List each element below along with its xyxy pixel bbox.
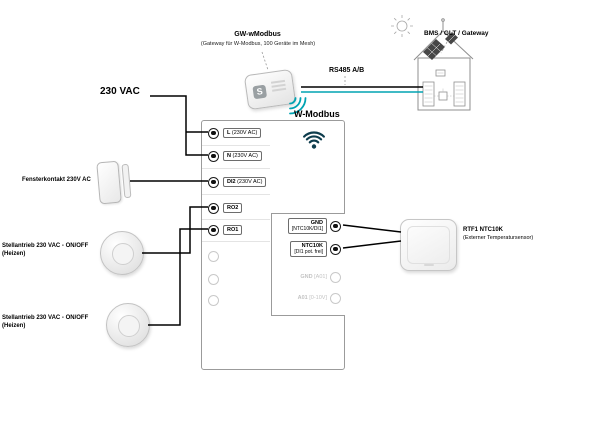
terminal-desc: [0-10V] (309, 295, 327, 301)
terminal-row-RO1: RO1 (208, 222, 243, 238)
label-actuator-2-line1: Stellantrieb 230 VAC - ON/OFF (2, 315, 89, 321)
terminal-row-DI2: DI2 (230V AC) (208, 174, 267, 190)
label-sensor-line2: (Externer Temperatursensor) (463, 234, 534, 241)
terminal-row-L: L (230V AC) (208, 125, 262, 141)
label-temperature-sensor: RTF1 NTC10K (Externer Temperatursensor) (463, 227, 559, 241)
terminal-inactive-label: A01 [0-10V] (298, 295, 327, 301)
device-vent-lines (270, 79, 286, 84)
terminal-A01-circle (330, 292, 341, 304)
label-actuator-2-line2: (Heizen) (2, 322, 26, 329)
terminal-N-label: N (230V AC) (223, 150, 262, 162)
equipment-detail-lines (424, 72, 464, 103)
wire-actuator1-to-RO2 (142, 206, 208, 254)
terminal-desc: (230V AC) (232, 152, 258, 159)
terminal-L-label: L (230V AC) (223, 127, 262, 139)
divider (202, 194, 270, 195)
terminal-name: N (227, 152, 231, 159)
label-actuator-1: Stellantrieb 230 VAC - ON/OFF (Heizen) (2, 243, 100, 258)
terminal-name: DI2 (227, 178, 236, 185)
terminal-N-circle (208, 150, 219, 162)
label-window-contact: Fensterkontakt 230V AC (22, 177, 91, 183)
unused-terminal-circle (208, 251, 219, 262)
terminal-row-N: N (230V AC) (208, 148, 262, 164)
terminal-name: A01 (297, 295, 308, 301)
sensor-slot (423, 264, 434, 266)
terminal-name: RO2 (227, 204, 239, 211)
divider (202, 145, 270, 146)
terminal-NTC10K-label: NTC10K[DI1 pot. frei] (290, 240, 327, 258)
label-wmodbus: W-Modbus (294, 109, 340, 119)
window-contact-magnet (121, 163, 132, 199)
terminal-name: GND (310, 219, 323, 226)
label-actuator-2: Stellantrieb 230 VAC - ON/OFF (Heizen) (2, 315, 100, 330)
label-gateway-name: GW-wModbus (234, 31, 281, 38)
label-actuator-1-line2: (Heizen) (2, 250, 26, 257)
terminal-inactive-label: GND [A01] (300, 274, 327, 280)
temperature-sensor-device (400, 219, 457, 271)
wire-230vac-to-L-N (150, 95, 208, 156)
terminal-GND-circle (330, 220, 341, 232)
actuator-2-device (106, 303, 150, 347)
terminal-desc: (230V AC) (237, 178, 263, 185)
terminal-row-A01-inactive: A01 [0-10V] (298, 292, 341, 304)
building-equipment (422, 69, 466, 107)
terminal-GND-A01-circle (330, 271, 341, 283)
terminal-row-RO2: RO2 (208, 200, 243, 216)
sun-icon (391, 15, 413, 37)
unused-terminal-circle (208, 295, 219, 306)
terminal-NTC10K-circle (330, 243, 341, 255)
terminal-desc: [DI1 pot. frei] (294, 249, 323, 256)
terminal-desc: [NTC10K/DI1] (291, 226, 323, 233)
sentera-logo: S (252, 84, 268, 100)
solar-panels (423, 32, 458, 60)
divider (202, 241, 270, 242)
terminal-row-GND-A01-inactive: GND [A01] (300, 271, 341, 283)
window-contact-body (96, 160, 122, 205)
wireless-waves-icon (289, 97, 307, 115)
gateway-terminal-block: L (230V AC) N (230V AC) DI2 (230V AC) RO… (201, 120, 345, 370)
divider (202, 219, 270, 220)
terminal-RO1-label: RO1 (223, 224, 243, 236)
terminal-row-NTC10K: NTC10K[DI1 pot. frei] (290, 240, 341, 258)
terminal-desc: [A01] (314, 274, 327, 280)
terminal-DI2-circle (208, 176, 219, 188)
window-contact-device (96, 160, 134, 205)
terminal-name: L (227, 129, 231, 136)
label-gateway-desc: (Gateway für W-Modbus, 100 Geräte im Mes… (200, 41, 316, 47)
divider (202, 168, 270, 169)
terminal-RO2-label: RO2 (223, 202, 243, 214)
terminal-RO1-circle (208, 224, 219, 236)
terminal-row-GND: GND[NTC10K/DI1] (287, 217, 341, 235)
terminal-name: GND (300, 274, 313, 280)
actuator-1-device (100, 231, 144, 275)
label-rs485: RS485 A/B (329, 67, 365, 74)
label-actuator-1-line1: Stellantrieb 230 VAC - ON/OFF (2, 243, 89, 249)
terminal-RO2-circle (208, 202, 219, 214)
wire-actuator2-to-RO1 (148, 228, 208, 326)
wifi-icon (303, 131, 325, 149)
terminal-name: NTC10K (301, 242, 323, 249)
wire-sensor-to-GND-NTC10K (342, 224, 402, 249)
label-230vac: 230 VAC (100, 86, 140, 97)
terminal-DI2-label: DI2 (230V AC) (223, 176, 267, 188)
house-outline (413, 18, 474, 111)
leader-gateway-label (261, 51, 269, 71)
label-bms-glt-gateway: BMS / GLT / Gateway (424, 30, 489, 37)
terminal-name: RO1 (227, 226, 239, 233)
terminal-L-circle (208, 127, 219, 139)
terminal-desc: (230V AC) (231, 129, 258, 136)
terminal-GND-label: GND[NTC10K/DI1] (287, 217, 327, 235)
building-illustration (391, 15, 474, 111)
unused-terminal-circle (208, 274, 219, 285)
label-sensor-line1: RTF1 NTC10K (463, 227, 504, 233)
